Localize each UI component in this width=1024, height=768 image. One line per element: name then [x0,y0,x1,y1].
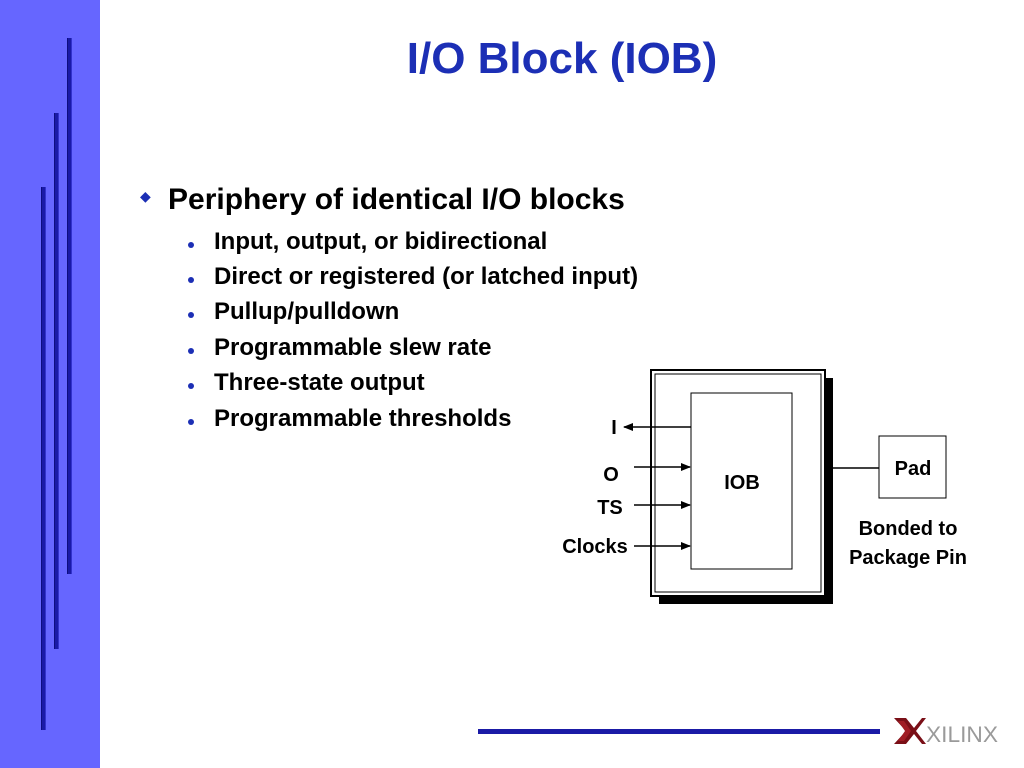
signal-o-label: O [603,464,619,486]
xilinx-logo-icon: XILINX [894,718,998,747]
decorative-bar-1 [67,38,72,574]
dot-bullet-icon [188,418,194,425]
list-item: Direct or registered (or latched input) [188,259,638,294]
decorative-bar-2 [54,113,59,649]
main-bullet-text: Periphery of identical I/O blocks [168,183,625,216]
signal-clocks-label: Clocks [562,536,628,558]
sub-bullet-text: Input, output, or bidirectional [214,227,548,255]
pad-box [878,435,947,499]
left-decorative-band [0,0,100,768]
signal-ts-label: TS [597,497,623,519]
diamond-bullet-icon: ◆ [140,188,151,204]
logo-text: XILINX [926,722,998,747]
inner-frame [654,373,822,593]
dot-bullet-icon [188,312,194,319]
pad-label: Pad [895,458,932,480]
list-item: Programmable thresholds [188,401,638,436]
dot-bullet-icon [188,277,194,284]
dot-bullet-icon [188,347,194,354]
outer-frame [650,369,826,597]
list-item: Programmable slew rate [188,330,638,365]
footer-divider-line [478,729,880,734]
decorative-bar-3 [41,187,46,730]
sub-bullet-text: Programmable thresholds [214,404,512,432]
sub-bullet-text: Three-state output [214,369,425,397]
frame-shadow [659,378,833,604]
xilinx-logo: XILINX [892,712,1002,752]
iob-block-label: IOB [724,472,760,494]
sub-bullet-list: Input, output, or bidirectional Direct o… [188,224,638,436]
dot-bullet-icon [188,383,194,390]
sub-bullet-text: Pullup/pulldown [214,298,400,326]
dot-bullet-icon [188,241,194,248]
list-item: Pullup/pulldown [188,295,638,330]
pad-caption-line2: Package Pin [849,547,967,569]
list-item: Input, output, or bidirectional [188,224,638,259]
iob-block [690,392,793,570]
list-item: Three-state output [188,366,638,401]
slide-title: I/O Block (IOB) [406,34,718,83]
sub-bullet-text: Direct or registered (or latched input) [214,263,639,291]
pad-caption-line1: Bonded to [859,518,958,540]
sub-bullet-text: Programmable slew rate [214,333,492,361]
